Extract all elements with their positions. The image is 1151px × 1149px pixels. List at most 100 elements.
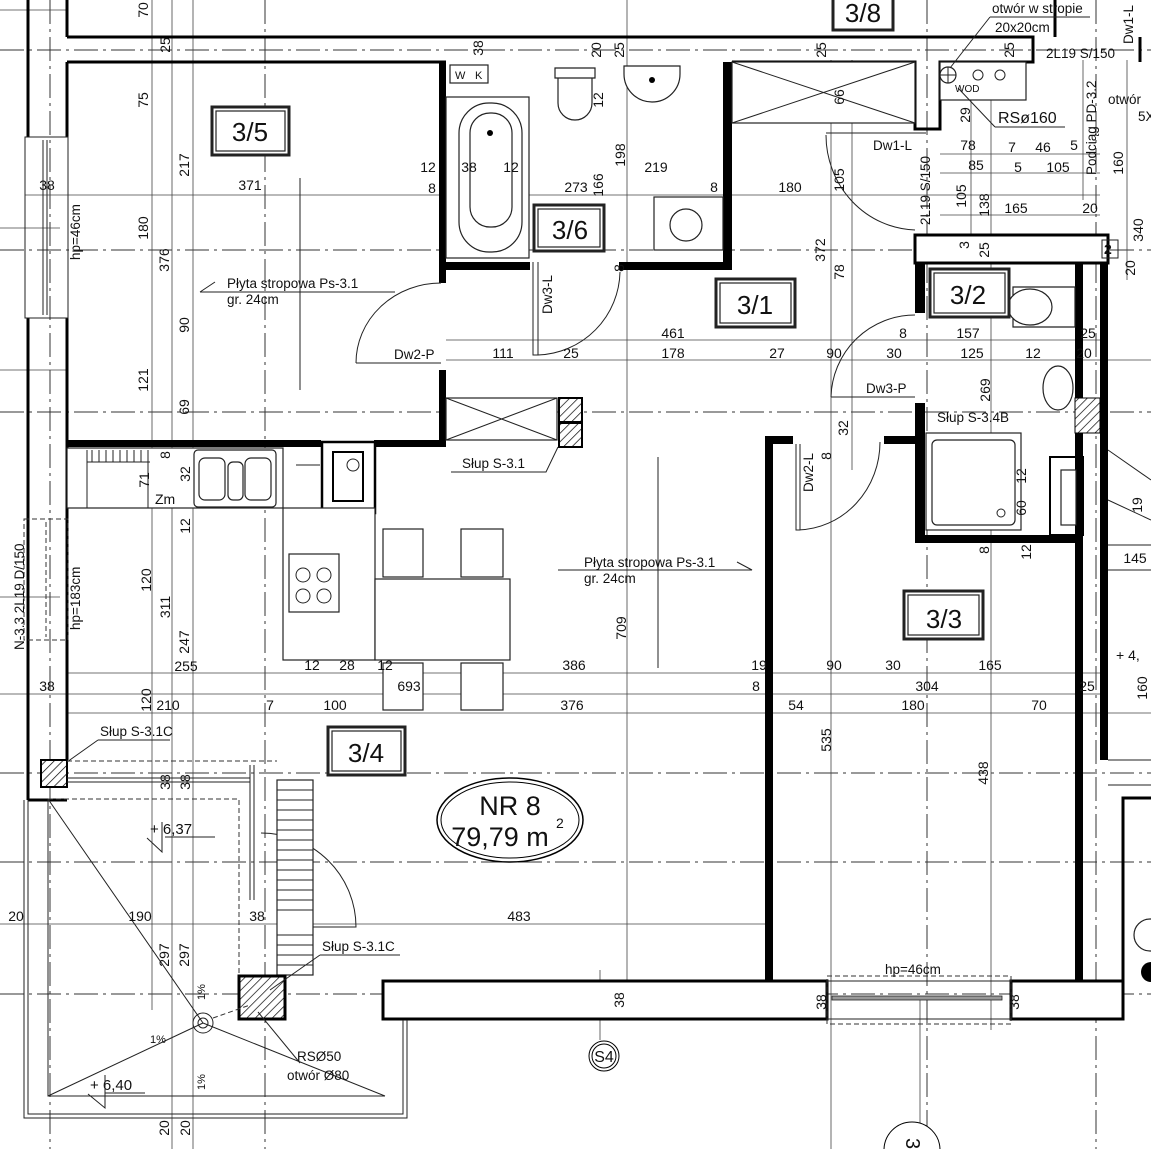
dimension-label: 85	[968, 157, 984, 173]
washbasin	[623, 65, 681, 103]
dimension-label: 297	[156, 943, 172, 967]
dimension-label: 297	[176, 943, 192, 967]
dimension-label: 66	[831, 89, 847, 105]
door-label: Dw3-L	[540, 274, 555, 314]
cold-water-label: Zm	[155, 491, 175, 507]
dimension-label: 121	[135, 368, 151, 392]
dimension-label: 217	[176, 153, 192, 177]
slab-thickness: gr. 24cm	[227, 292, 279, 307]
dimension-label: 709	[613, 616, 629, 640]
axis-label: 3N	[901, 1138, 923, 1149]
dimension-label: 90	[826, 345, 842, 361]
dimension-label: 180	[778, 179, 802, 195]
column-label: Słup S-3.4B	[937, 410, 1009, 425]
door-label: Dw1-L	[1121, 4, 1136, 44]
lintel-label: N-3.3 2L19 D/150	[12, 543, 27, 650]
dimension-label: 32	[177, 466, 193, 482]
apartment-area: 79,79 m	[451, 822, 549, 852]
opening-label: otwór	[1108, 92, 1142, 107]
dimension-label: 29	[957, 107, 973, 123]
dimension-label: 160	[1134, 676, 1150, 700]
annotations: Płyta stropowa Ps-3.1 gr. 24cm Płyta str…	[12, 1, 1151, 1149]
dimension-label: 8	[157, 451, 173, 459]
dimension-label: 90	[176, 317, 192, 333]
walls	[26, 0, 1151, 1021]
dimension-label: 372	[812, 238, 828, 262]
room-number: 3/3	[926, 604, 962, 634]
dimension-label: 157	[956, 325, 980, 341]
room-3-6: 3/6	[532, 203, 606, 253]
lintel-label: 2L19 S/150	[1046, 46, 1115, 61]
dimension-label: 12	[1013, 468, 1029, 484]
area-unit-exponent: 2	[556, 815, 564, 831]
dimension-label: 12	[177, 518, 193, 534]
dimension-label: 273	[564, 179, 588, 195]
water-label: WOD	[955, 84, 979, 95]
dimension-label: 461	[661, 325, 685, 341]
window-height-label: hp=46cm	[68, 204, 83, 260]
dimension-label: 78	[960, 137, 976, 153]
dimension-label: 340	[1130, 218, 1146, 242]
dimension-label: 54	[788, 697, 804, 713]
dimension-label: 145	[1123, 550, 1147, 566]
riser-label: RSø160	[998, 110, 1057, 127]
dimension-label: 25	[1080, 325, 1096, 341]
dimension-label: 38	[39, 678, 55, 694]
dimension-label: 8	[818, 452, 834, 460]
drain-label: RSØ50	[297, 1049, 341, 1064]
dimension-label: 371	[238, 177, 262, 193]
dimension-label: 20	[156, 1120, 172, 1136]
dimension-label: 386	[562, 657, 586, 673]
dimension-label: 70	[1031, 697, 1047, 713]
axis-marker-3n: 3N	[883, 1121, 941, 1149]
slab-label: Płyta stropowa Ps-3.1	[227, 276, 358, 291]
dimension-label: 8	[428, 180, 436, 196]
lintel-label: 2L19 S/150	[918, 156, 933, 225]
dimension-label: 38	[1006, 994, 1022, 1010]
dimension-label: 483	[507, 908, 531, 924]
room-number: 3/6	[552, 215, 588, 245]
stairs-hatch	[276, 779, 314, 976]
dimension-label: 38	[470, 40, 486, 56]
room-3-8: 3/8	[831, 0, 895, 32]
level-label: + 4,	[1116, 647, 1140, 663]
dimension-label: 30	[885, 657, 901, 673]
dimension-label: 38	[157, 774, 173, 790]
dimension-label: 19	[751, 657, 767, 673]
dimension-label: 38	[611, 992, 627, 1008]
dimension-label: 111	[492, 345, 513, 361]
slab-thickness: gr. 24cm	[584, 571, 636, 586]
dimension-label: 20	[8, 908, 24, 924]
room-number: 3/4	[348, 738, 384, 768]
dimension-label: 25	[813, 42, 829, 58]
level-mark-640: + 6,40	[87, 1075, 145, 1110]
dimension-label: 25	[563, 345, 579, 361]
dimension-label: 5	[1070, 137, 1078, 153]
fixtures	[23, 61, 1151, 1119]
dimension-label: 69	[176, 399, 192, 415]
dimension-label: 12	[503, 159, 519, 175]
dimension-label: 3	[956, 241, 972, 249]
drain-opening-label: otwór Ø80	[287, 1068, 349, 1083]
door-label: Dw2-L	[801, 452, 816, 492]
slope-label: 1%	[196, 1074, 208, 1090]
dimension-label: 105	[1046, 159, 1070, 175]
dimension-label: 12	[304, 657, 320, 673]
dimension-label: 8	[611, 264, 627, 272]
dimension-label: 60	[1013, 500, 1029, 516]
dimension-label: 25	[976, 242, 992, 258]
dimension-label: 78	[831, 264, 847, 280]
dimension-label: 90	[826, 657, 842, 673]
door-label: Dw1-L	[873, 138, 913, 153]
level-label: + 6,40	[90, 1077, 132, 1094]
dimension-label: 8	[899, 325, 907, 341]
dimension-label: 5	[1014, 159, 1022, 175]
dimension-label: 25	[1079, 678, 1095, 694]
window-height-label: hp=46cm	[885, 962, 941, 977]
dimension-label: 20	[1076, 345, 1092, 361]
level-mark-637: + 6,37	[146, 821, 215, 854]
cooktop	[288, 553, 340, 613]
dimension-label: 178	[661, 345, 685, 361]
dimension-label: 27	[769, 345, 785, 361]
